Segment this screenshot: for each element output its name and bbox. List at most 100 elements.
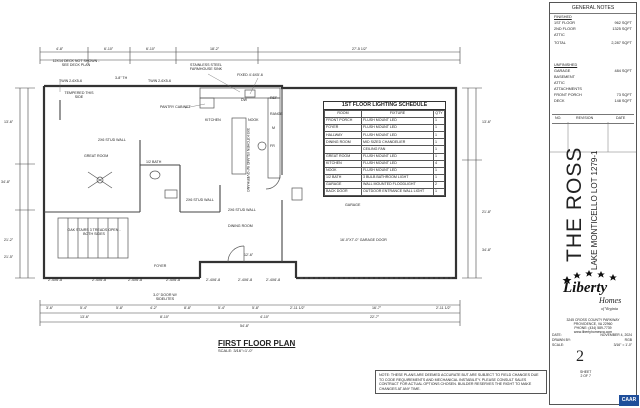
floor-plan-drawing	[15, 47, 482, 326]
dim-bottom-run-7: 5'-8"	[252, 306, 260, 310]
schedule-qty: 1	[433, 117, 445, 126]
stud-wall-label-3: 2X6 STUD WALL	[228, 208, 256, 212]
dim-left-4: 21'-5"	[4, 255, 14, 259]
dim-top-2: 6'-10"	[104, 47, 114, 51]
unfinished-label: GARAGE	[554, 69, 571, 73]
schedule-room: HALLWAY	[324, 131, 362, 140]
dim-right-2: 21'-8"	[482, 210, 492, 214]
schedule-qty: 1	[433, 124, 445, 133]
brand-name: Liberty	[563, 280, 608, 296]
pantry-label: PANTRY CABINET	[160, 105, 191, 109]
window-height-label: 3-8" TH	[115, 76, 128, 80]
schedule-room: GREAT ROOM	[324, 152, 362, 161]
finished-value: 962 SQFT	[614, 21, 632, 25]
star-icon	[562, 270, 617, 284]
info-value: 3/16" = 1'-0"	[613, 343, 632, 347]
brand-homes: Homes	[599, 296, 622, 305]
info-value: NOVEMBER 4, 2024	[600, 333, 632, 337]
sheet-number: 2	[576, 348, 584, 365]
dim-left-3: 21'-2"	[4, 238, 14, 242]
unfinished-row: BASEMENT	[554, 75, 632, 80]
window-callout-2: 2'-4X6'-8	[92, 278, 107, 282]
info-row: DATE: NOVEMBER 4, 2024	[552, 333, 634, 338]
unfinished-label: FRONT PORCH	[554, 93, 582, 97]
dim-bottom-run-1: 3'-6"	[46, 306, 54, 310]
schedule-qty: 1	[433, 166, 445, 175]
schedule-room: BACK DOOR	[324, 188, 362, 197]
dim-right-1: 13'-6"	[482, 120, 492, 124]
schedule-col-room: ROOM	[324, 109, 362, 119]
unfinished-value: 148 SQFT	[614, 99, 632, 103]
dim-bottom-run-2: 5'-4"	[80, 306, 88, 310]
stair-note: OAK STAIRS 3 TREADS OPEN - BOTH SIDES	[67, 228, 121, 236]
dim-left-1: 13'-6"	[4, 120, 14, 124]
dim-bottom-run-8: 2'-11 1/2"	[290, 306, 305, 310]
info-value: RGB	[624, 338, 632, 342]
unfinished-label: ATTIC	[554, 81, 565, 85]
model-name: THE ROSS	[563, 146, 586, 262]
schedule-fixture: FLUSH MOUNT LED	[361, 166, 434, 175]
info-label: DATE:	[552, 333, 562, 337]
schedule-room: DINING ROOM	[324, 138, 362, 147]
info-label: DRAWN BY:	[552, 338, 571, 342]
schedule-qty: 2	[433, 180, 445, 190]
window-twin-1: TWIN 2-6X5-6	[59, 79, 82, 83]
lighting-schedule: 1ST FLOOR LIGHTING SCHEDULE ROOM FIXTURE…	[323, 101, 446, 198]
dim-overall-width: 54'-8"	[240, 324, 250, 328]
schedule-fixture: FLUSH MOUNT LED	[361, 152, 434, 161]
revision-col-revision: REVISION	[576, 116, 594, 120]
address-line: PROVIDENCE, VA 22960	[573, 322, 613, 326]
dim-top-1: 4'-8"	[56, 47, 64, 51]
fixed-window-label: FIXED 4'-6X5'-6	[237, 73, 263, 77]
address-line: PHONE: (434) 589-7739	[574, 326, 612, 330]
dim-top-5: 27'-5 1/2"	[352, 47, 368, 51]
schedule-room: GARAGE	[324, 180, 362, 190]
schedule-fixture: FLUSH MOUNT LED	[361, 124, 434, 133]
revision-col-no: NO.	[555, 116, 562, 120]
window-callout-5: 2'-4X6'-8	[206, 278, 221, 282]
sheet-label: SHEET 2 OF 7	[580, 370, 591, 378]
sink-label: STAINLESS STEEL FARMHOUSE SINK	[189, 63, 223, 71]
finished-label: 1ST FLOOR	[554, 21, 576, 25]
dim-top-3: 6'-10"	[146, 47, 156, 51]
dim-bottom-run-3: 5'-8"	[116, 306, 124, 310]
island-label: 3X5 KITCHEN ISLAND W/ OVERHANG	[246, 128, 250, 193]
dim-top-4: 18'-2"	[210, 47, 220, 51]
info-row: DRAWN BY: RGB	[552, 338, 634, 343]
dim-left-2: 34'-8"	[1, 180, 11, 184]
unfinished-label: DECK	[554, 99, 565, 103]
schedule-fixture: CEILING FAN	[361, 145, 434, 154]
half-bath-label: 1/2 BATH	[146, 160, 162, 164]
window-callout-6: 2'-4X6'-8	[238, 278, 253, 282]
finished-heading: FINISHED	[554, 15, 572, 19]
schedule-title: 1ST FLOOR LIGHTING SCHEDULE	[324, 102, 445, 110]
range-label: RANGE	[270, 112, 283, 116]
unfinished-value: 73 SQFT	[616, 93, 632, 97]
dim-bottom-run-10: 2'-11 1/2"	[436, 306, 451, 310]
unfinished-heading: UNFINISHED	[554, 63, 578, 67]
foyer-label: FOYER	[154, 264, 167, 268]
dim-bottom-run-6: 5'-4"	[218, 306, 226, 310]
schedule-qty: 1	[433, 131, 445, 140]
schedule-qty: 1	[433, 173, 445, 182]
fr-label: FR	[270, 144, 275, 148]
schedule-fixture: FLUSH MOUNT LED	[361, 159, 434, 168]
unfinished-row: ATTIC	[554, 81, 632, 86]
dining-room-label: DINING ROOM	[228, 224, 253, 228]
address-line: 3245 CROSS COUNTY PARKWAY	[566, 318, 620, 322]
unfinished-row: FRONT PORCH 73 SQFT	[554, 93, 632, 98]
ref-label: REF	[270, 96, 278, 100]
schedule-qty: 1	[433, 152, 445, 161]
company-address: 3245 CROSS COUNTY PARKWAY PROVIDENCE, VA…	[553, 318, 633, 334]
finished-label: 2ND FLOOR	[554, 27, 576, 31]
deck-note: 12X14 DECK NOT SHOWN - SEE DECK PLAN	[52, 59, 100, 67]
